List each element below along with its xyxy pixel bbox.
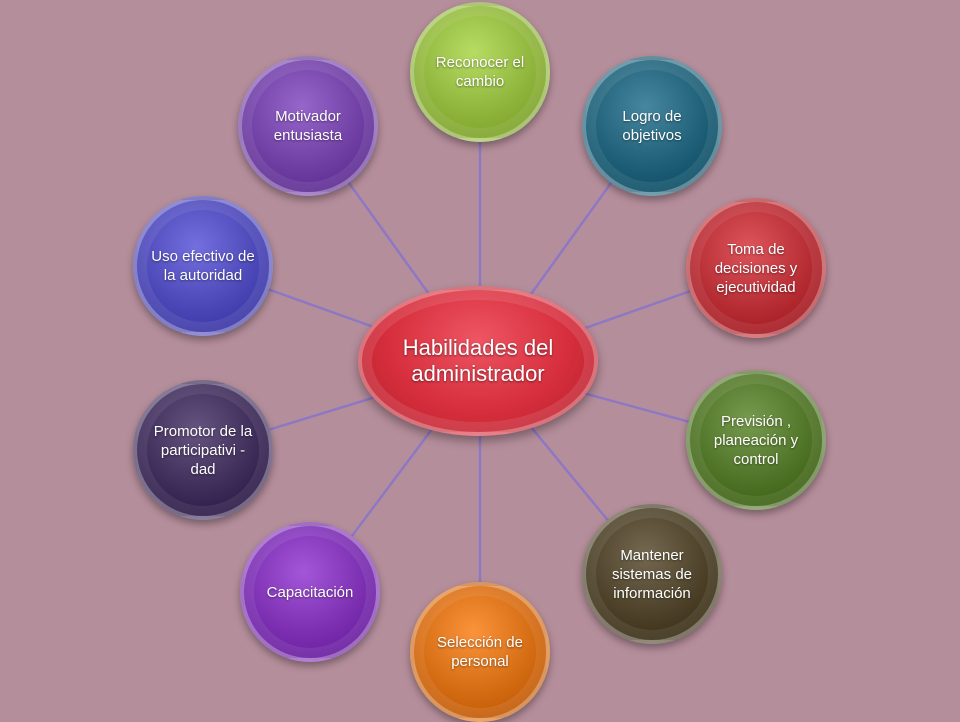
node-label: Reconocer el cambio — [435, 54, 525, 90]
node-label: Motivador entusiasta — [273, 108, 343, 144]
center-label: Habilidades del administrador — [402, 335, 554, 386]
node-mantener-sistemas: Mantener sistemas de información — [582, 504, 722, 644]
node-label: Capacitación — [266, 583, 354, 601]
node-logro-de-objetivos: Logro de objetivos — [582, 56, 722, 196]
center-node: Habilidades del administrador — [358, 286, 598, 436]
node-reconocer-el-cambio: Reconocer el cambio — [410, 2, 550, 142]
node-label: Toma de decisiones y ejecutividad — [714, 240, 798, 296]
node-capacitacion: Capacitación — [240, 522, 380, 662]
node-label: Previsión , planeación y control — [713, 412, 799, 468]
node-seleccion-de-personal: Selección de personal — [410, 582, 550, 722]
node-label: Uso efectivo de la autoridad — [151, 248, 255, 284]
node-prevision-planeacion: Previsión , planeación y control — [686, 370, 826, 510]
node-label: Promotor de la participativi -dad — [153, 422, 253, 478]
node-promotor-participatividad: Promotor de la participativi -dad — [133, 380, 273, 520]
node-uso-efectivo-autoridad: Uso efectivo de la autoridad — [133, 196, 273, 336]
node-label: Mantener sistemas de información — [611, 546, 693, 602]
node-label: Selección de personal — [437, 634, 523, 670]
node-label: Logro de objetivos — [622, 108, 682, 144]
node-toma-de-decisiones: Toma de decisiones y ejecutividad — [686, 198, 826, 338]
node-motivador-entusiasta: Motivador entusiasta — [238, 56, 378, 196]
